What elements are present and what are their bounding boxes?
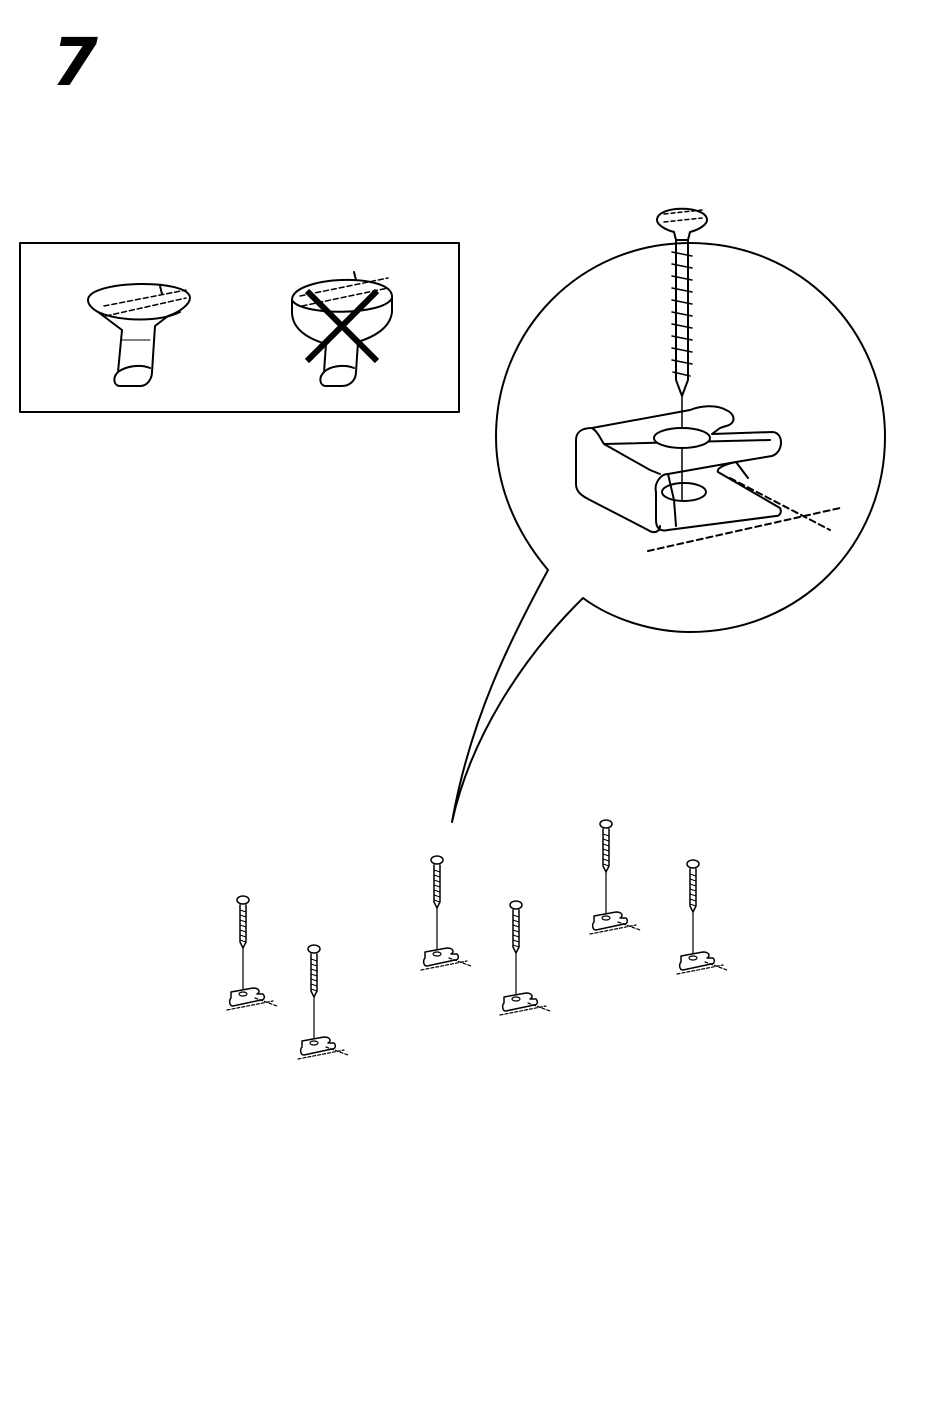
bracket-group: [298, 945, 348, 1059]
bracket-group: [421, 856, 471, 970]
bracket-group: [677, 860, 727, 974]
countersunk-screw-head-icon: [88, 284, 190, 386]
bracket-group: [500, 901, 550, 1015]
screw-head-hint-box: [20, 243, 459, 412]
bracket-group: [590, 820, 640, 934]
magnifier-callout: [452, 209, 885, 822]
bracket-group: [227, 896, 277, 1010]
